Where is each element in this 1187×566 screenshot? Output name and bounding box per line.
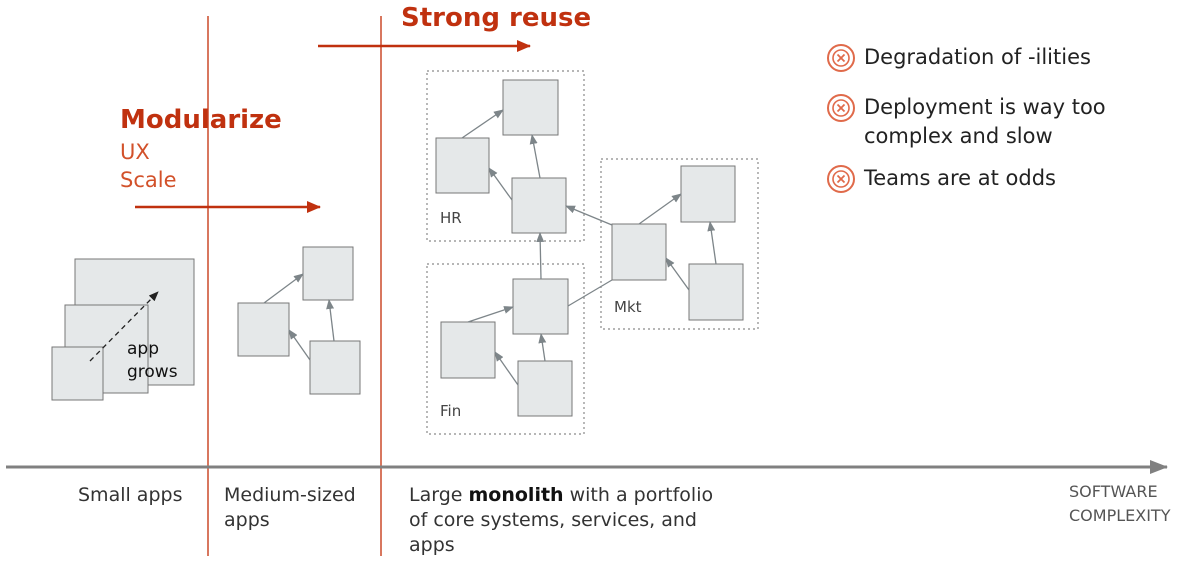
cross-dependency-arrow (567, 279, 613, 307)
cross-circle-icon (827, 44, 855, 72)
hr-group-label: HR (440, 209, 462, 227)
dependency-arrow (467, 306, 514, 323)
strong-reuse-title: Strong reuse (401, 3, 592, 33)
axis-label-medium-line2: apps (224, 509, 270, 531)
axis-label-small-apps: Small apps (78, 484, 183, 506)
module-box (309, 340, 361, 395)
mkt-group-label: Mkt (614, 298, 642, 316)
dependency-arrow (638, 193, 682, 225)
dependency-arrow (326, 299, 335, 342)
axis-title-line2: COMPLEXITY (1069, 506, 1171, 525)
cross-circle-icon (827, 165, 855, 193)
small-app-label-line1: app (127, 339, 159, 359)
dependency-arrow (288, 329, 311, 361)
hr-modules (435, 79, 567, 234)
cross-dependency-arrow (565, 205, 613, 226)
module-box (435, 137, 490, 194)
axis-title-line1: SOFTWARE (1069, 482, 1158, 501)
fin-modules (440, 278, 573, 417)
axis-label-medium-line1: Medium-sized (224, 484, 356, 506)
module-box (688, 263, 744, 321)
growth-arrow (89, 291, 159, 362)
axis-label-monolith: monolith (468, 484, 564, 506)
modularize-title: Modularize (120, 105, 282, 135)
module-box (611, 223, 667, 281)
module-box (680, 165, 736, 223)
module-box (502, 79, 559, 136)
cross-dependency-arrow (536, 232, 545, 280)
dependency-arrow (461, 109, 504, 139)
module-box (237, 302, 290, 357)
dependency-arrow (494, 351, 519, 386)
issue-deployment-line2: complex and slow (864, 124, 1053, 148)
small-app-label-line2: grows (127, 362, 178, 382)
module-box (512, 278, 569, 335)
fin-group (426, 263, 585, 435)
module-box (511, 177, 567, 234)
modularize-item-scale: Scale (120, 168, 177, 192)
hr-group (426, 70, 585, 242)
issue-deployment-line1: Deployment is way too (864, 95, 1106, 119)
dependency-arrow (529, 134, 541, 179)
dependency-arrow (263, 273, 304, 304)
mkt-group (600, 158, 759, 330)
fin-group-label: Fin (440, 402, 462, 420)
issue-degradation: Degradation of -ilities (864, 45, 1091, 69)
small-app-box-small (51, 346, 104, 401)
modularize-item-ux: UX (120, 140, 150, 164)
small-app-stack (51, 258, 195, 401)
axis-label-large-prefix: Large (409, 484, 469, 506)
axis-label-large-line1: Large monolith with a portfolio (409, 483, 713, 508)
medium-app-modules (237, 246, 361, 395)
axis-label-large-line2: of core systems, services, and (409, 509, 697, 531)
dependency-arrow (665, 257, 690, 291)
module-box (517, 360, 573, 417)
axis-label-large-suffix: with a portfolio (563, 484, 714, 506)
dependency-arrow (538, 333, 547, 362)
axis-label-large-line3: apps (409, 534, 455, 556)
dependency-arrow (707, 221, 717, 265)
dependency-arrow (488, 167, 513, 201)
mkt-modules (611, 165, 744, 321)
cross-circle-icon (827, 94, 855, 122)
module-box (440, 321, 496, 379)
module-box (302, 246, 354, 301)
issue-teams: Teams are at odds (864, 166, 1056, 190)
